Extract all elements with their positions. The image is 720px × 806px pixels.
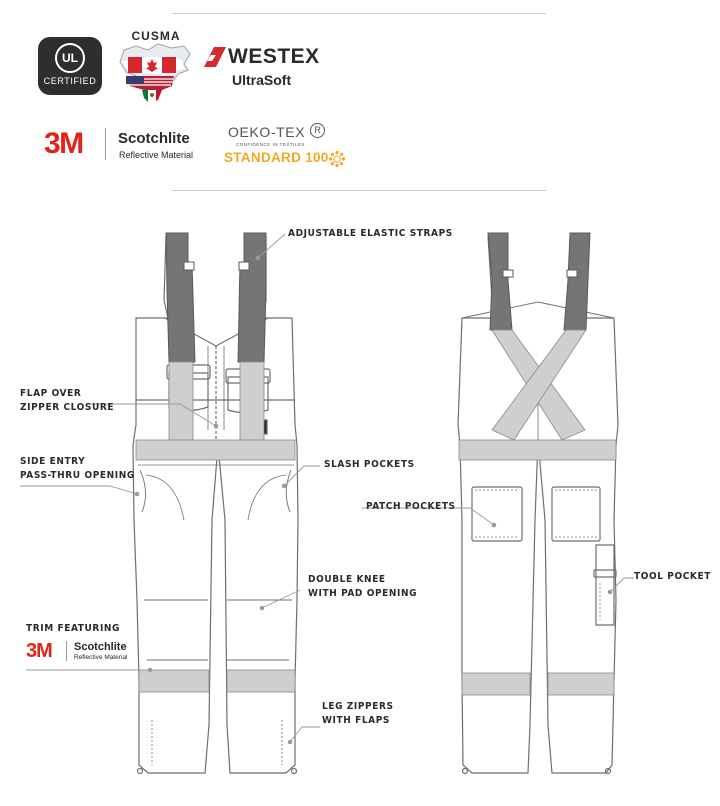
back-tool-pocket bbox=[595, 544, 615, 626]
oekotex-flower-icon bbox=[328, 150, 346, 168]
label-double-knee-line1: DOUBLE KNEE bbox=[308, 574, 386, 585]
back-waist-band bbox=[458, 439, 617, 461]
back-strap-left bbox=[487, 232, 513, 331]
trim-scotchlite-name: Scotchlite bbox=[74, 641, 127, 653]
label-side-entry-line2: PASS-THRU OPENING bbox=[20, 470, 135, 481]
logo-divider bbox=[105, 128, 106, 160]
front-straps bbox=[165, 232, 267, 363]
back-straps bbox=[487, 232, 591, 331]
scotchlite-sub: Reflective Material bbox=[119, 150, 194, 160]
ul-certified-text: CERTIFIED bbox=[43, 76, 97, 86]
ul-certified-logo: UL CERTIFIED bbox=[38, 37, 102, 95]
registered-icon: R bbox=[310, 123, 325, 138]
label-adjustable-straps: ADJUSTABLE ELASTIC STRAPS bbox=[288, 228, 453, 239]
back-patch-pocket-left bbox=[471, 486, 523, 542]
bottom-divider bbox=[172, 190, 546, 191]
westex-name: WESTEX bbox=[228, 45, 320, 68]
back-buckle-right bbox=[566, 269, 578, 278]
oekotex-tagline: CONFIDENCE IN TEXTILES bbox=[236, 142, 305, 147]
back-leg-band-right bbox=[547, 672, 615, 696]
label-patch-pockets: PATCH POCKETS bbox=[366, 501, 456, 512]
westex-mark-icon bbox=[204, 47, 226, 67]
three-m-scotchlite-logo: 3M Scotchlite Reflective Material bbox=[44, 126, 214, 166]
front-overalls bbox=[132, 235, 299, 775]
front-brace-left bbox=[168, 361, 194, 441]
trim-scotchlite-sub: Reflective Material bbox=[74, 654, 128, 661]
label-side-entry-line1: SIDE ENTRY bbox=[20, 456, 86, 467]
label-double-knee-line2: WITH PAD OPENING bbox=[308, 588, 418, 599]
trim-scotchlite-logo: 3M Scotchlite Reflective Material bbox=[26, 640, 156, 666]
back-reflective-trim bbox=[458, 329, 617, 696]
oekotex-name: OEKO-TEX bbox=[228, 124, 306, 140]
front-brace-right bbox=[239, 361, 265, 441]
back-buckle-left bbox=[502, 269, 514, 278]
front-reflective-trim bbox=[135, 361, 296, 693]
westex-product: UltraSoft bbox=[232, 72, 292, 88]
back-patch-pocket-right bbox=[551, 486, 601, 542]
top-divider bbox=[172, 13, 546, 14]
ul-mark: UL bbox=[55, 43, 85, 73]
front-leg-band-right bbox=[226, 669, 296, 693]
cusma-logo-text: CUSMA bbox=[131, 29, 181, 43]
front-buckle-left bbox=[183, 261, 195, 271]
front-body-outline bbox=[132, 235, 299, 774]
label-slash-pockets: SLASH POCKETS bbox=[324, 459, 415, 470]
oekotex-logo: OEKO-TEX R CONFIDENCE IN TEXTILES STANDA… bbox=[224, 123, 364, 174]
trim-three-m-mark: 3M bbox=[26, 640, 53, 662]
label-tool-pocket: TOOL POCKET bbox=[634, 571, 711, 582]
front-leg-band-left bbox=[138, 669, 210, 693]
three-m-mark: 3M bbox=[44, 127, 84, 160]
scotchlite-name: Scotchlite bbox=[118, 130, 190, 147]
label-flap-over-line1: FLAP OVER bbox=[20, 388, 82, 399]
back-overalls bbox=[457, 235, 619, 775]
cusma-map-icon bbox=[119, 43, 191, 106]
label-leg-zippers-line2: WITH FLAPS bbox=[322, 715, 390, 726]
leader-lines bbox=[20, 233, 634, 745]
back-leg-band-left bbox=[461, 672, 531, 696]
front-waist-band bbox=[135, 439, 296, 461]
oekotex-standard: STANDARD 100 bbox=[224, 150, 329, 165]
westex-logo: WESTEX UltraSoft bbox=[204, 46, 334, 96]
trim-logo-divider bbox=[66, 641, 67, 661]
front-buckle-right bbox=[238, 261, 250, 271]
label-trim-featuring: TRIM FEATURING bbox=[26, 623, 121, 634]
label-flap-over-line2: ZIPPER CLOSURE bbox=[20, 402, 115, 413]
label-leg-zippers-line1: LEG ZIPPERS bbox=[322, 701, 394, 712]
